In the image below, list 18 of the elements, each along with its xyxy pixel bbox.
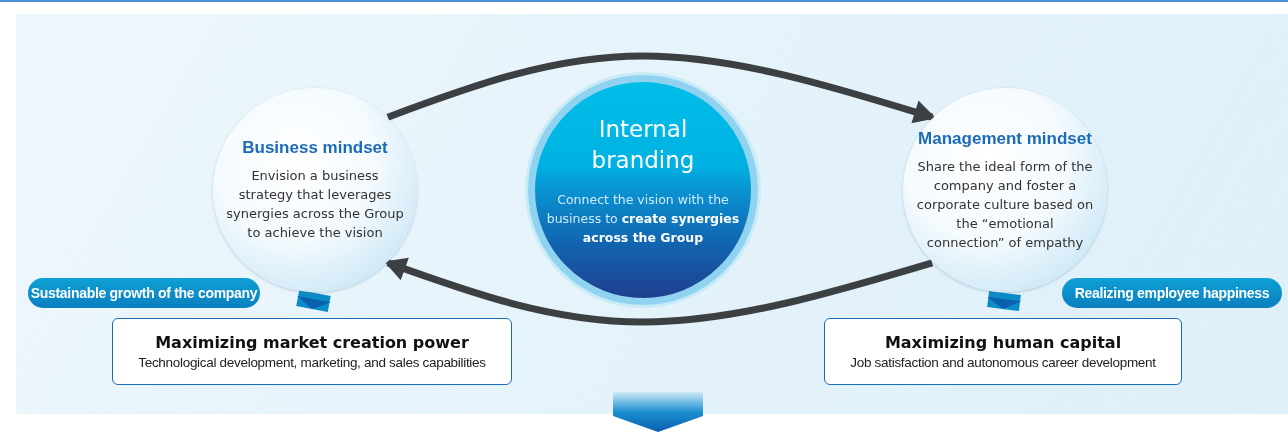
circle-heading: Management mindset [918,128,1092,149]
box-heading: Maximizing human capital [884,333,1122,352]
pill-label: Realizing employee happiness [1062,278,1282,308]
block-arrow [296,290,331,312]
pill-label: Sustainable growth of the company [28,278,260,308]
outcome-box [112,318,512,385]
circle-heading: Business mindset [242,138,388,158]
hub-description: Connect the vision with the business to create synergies across the Group [545,190,741,247]
hub-heading: Internal branding [590,114,696,175]
box-heading: Maximizing market creation power [155,333,469,352]
block-arrow [987,291,1022,311]
box-description: Technological development, marketing, and sales capabilities [138,355,486,370]
circle-description: Envision a business strategy that leverages synergies across the Group to achieve the vision [226,167,404,242]
curved-arrow [386,52,936,124]
curved-arrow [384,257,934,326]
box-description: Job satisfaction and autonomous career development [850,355,1156,370]
circle-description: Share the ideal form of the company and foster a corporate culture based on the “emotional connection” of empathy [916,157,1094,252]
outcome-box [824,318,1182,385]
